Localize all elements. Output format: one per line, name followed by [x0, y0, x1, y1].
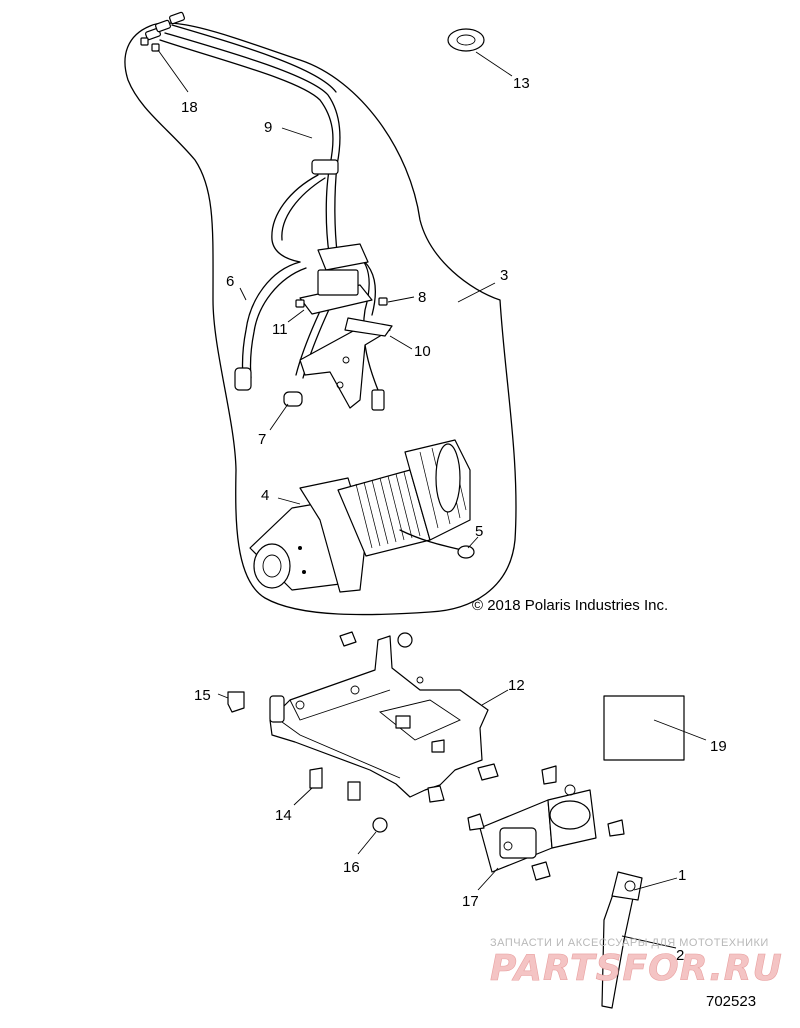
callout-13: 13 — [513, 75, 530, 92]
callout-17: 17 — [462, 893, 479, 910]
decal-19 — [603, 695, 685, 761]
callout-7: 7 — [258, 431, 266, 448]
callout-11: 11 — [272, 321, 288, 338]
callout-3: 3 — [500, 267, 508, 284]
winch-assembly — [249, 439, 475, 593]
terminal-caps-18 — [140, 37, 160, 52]
watermark-brand: PARTSFOR.RU — [490, 948, 783, 989]
contactor-assembly — [295, 243, 393, 409]
cable-6 — [234, 174, 326, 391]
cable-9 — [145, 11, 341, 261]
grommet-13 — [447, 28, 485, 52]
callout-9: 9 — [264, 119, 272, 136]
callout-12: 12 — [508, 677, 525, 694]
kit-outline — [124, 22, 517, 616]
callout-18: 18 — [181, 99, 198, 116]
fairlead-17 — [479, 784, 597, 873]
callout-6: 6 — [226, 273, 234, 290]
diagram-number: 702523 — [706, 993, 756, 1010]
hardware — [227, 631, 625, 881]
callout-19: 19 — [710, 738, 727, 755]
callout-16: 16 — [343, 859, 360, 876]
watermark-tagline: ЗАПЧАСТИ И АКСЕССУАРЫ ДЛЯ МОТОТЕХНИКИ — [490, 937, 769, 949]
callout-4: 4 — [261, 487, 269, 504]
callout-8: 8 — [418, 289, 426, 306]
callout-14: 14 — [275, 807, 292, 824]
callout-1: 1 — [678, 867, 686, 884]
mount-plate — [269, 635, 489, 798]
strap-1-2 — [601, 871, 643, 1009]
callout-2: 2 — [676, 947, 684, 964]
callout-5: 5 — [475, 523, 483, 540]
callout-10: 10 — [414, 343, 431, 360]
copyright-text: © 2018 Polaris Industries Inc. — [472, 597, 668, 614]
callout-15: 15 — [194, 687, 211, 704]
